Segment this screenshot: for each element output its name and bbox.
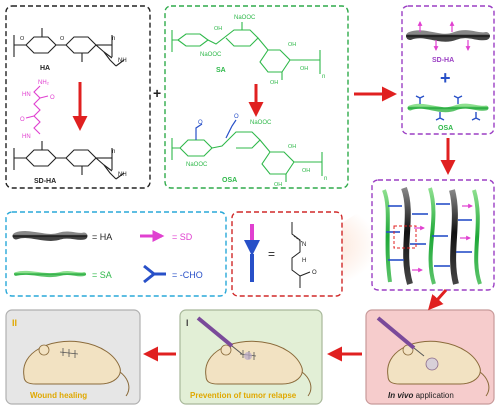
osa-cho-marks bbox=[415, 95, 481, 121]
prevention-numeral: I bbox=[186, 318, 189, 328]
hydrazide-o-1: O bbox=[50, 95, 55, 101]
legend-sd-text: = SD bbox=[172, 232, 193, 242]
to-invivo-arrow bbox=[428, 289, 448, 311]
network-ha-chain-1 bbox=[401, 186, 413, 285]
osa-aldehyde-o-1: O bbox=[198, 120, 203, 126]
osa-label: OSA bbox=[222, 177, 237, 184]
network-ha-chain-2 bbox=[449, 189, 459, 285]
network-sa-chain-3 bbox=[472, 189, 482, 285]
ha-nh-top: NH bbox=[118, 58, 127, 64]
linkage-h-atom: H bbox=[302, 258, 306, 264]
hydrazide-hn-1: HN bbox=[22, 92, 31, 98]
osa-repeat: n bbox=[324, 176, 327, 182]
sdha-nh: NH bbox=[118, 172, 127, 178]
ha-structure bbox=[13, 28, 125, 67]
hydrazide-o-2: O bbox=[20, 117, 25, 123]
linkage-panel: = N H O bbox=[231, 211, 343, 297]
linkage-border bbox=[231, 211, 343, 297]
osa-naooc-1: NaOOC bbox=[250, 120, 272, 126]
sdha-structure bbox=[13, 141, 125, 180]
plus-sign: + bbox=[153, 85, 161, 101]
invivo-tumor-site bbox=[425, 357, 439, 371]
prevention-syringe bbox=[196, 316, 243, 355]
sa-naooc-1: NaOOC bbox=[234, 15, 256, 21]
sdha-label: SD-HA bbox=[34, 178, 56, 185]
wound-caption: Wound healing bbox=[30, 391, 87, 400]
hydrazide-nh2: NH₂ bbox=[38, 80, 50, 86]
invivo-syringe bbox=[376, 316, 425, 357]
sdha-repeat: n bbox=[112, 149, 115, 155]
product-panel: SD-HA + OSA bbox=[401, 5, 495, 135]
prevention-injection-site bbox=[244, 352, 252, 360]
linkage-cho-head bbox=[244, 240, 260, 256]
osa-aldehydes bbox=[195, 119, 237, 140]
network-sa-chain-1 bbox=[382, 189, 392, 283]
network-crosslinks bbox=[386, 203, 472, 267]
sa-oh-2: OH bbox=[288, 42, 296, 48]
network-sd-arrows bbox=[412, 203, 473, 273]
wound-suture bbox=[59, 348, 79, 358]
legend-panel: = HA = SD = SA = -CHO bbox=[5, 211, 227, 297]
product-osa-label: OSA bbox=[438, 125, 453, 132]
ha-repeat-top: n bbox=[112, 36, 115, 42]
wound-numeral: II bbox=[12, 318, 17, 328]
linkage-o-atom: O bbox=[312, 270, 317, 276]
sa-oh-4: OH bbox=[270, 80, 278, 86]
sa-naooc-2: NaOOC bbox=[200, 52, 222, 58]
legend-ha-swatch bbox=[12, 231, 88, 241]
legend-ha-text: = HA bbox=[92, 232, 112, 242]
legend-sa-text: = SA bbox=[92, 270, 112, 280]
sd-hydrazide-structure bbox=[25, 85, 49, 135]
prevention-mouse bbox=[205, 340, 312, 397]
osa-chain bbox=[407, 103, 489, 113]
legend-cho-text: = -CHO bbox=[172, 270, 203, 280]
ha-o-atom-1: O bbox=[20, 36, 25, 42]
legend-sa-swatch bbox=[14, 270, 86, 278]
sa-repeat: n bbox=[322, 74, 325, 80]
ha-top-label: HA bbox=[40, 65, 50, 72]
legend-cho-swatch bbox=[143, 264, 166, 284]
linkage-n-atom: N bbox=[302, 242, 306, 248]
sdha-sd-arrows bbox=[417, 21, 471, 51]
osa-oh-2: OH bbox=[302, 168, 310, 174]
legend-border bbox=[5, 211, 227, 297]
prevention-caption: Prevention of tumor relapse bbox=[190, 391, 297, 400]
osa-naooc-2: NaOOC bbox=[186, 162, 208, 168]
sa-structure bbox=[171, 22, 321, 80]
wound-panel: II Wound healing bbox=[5, 309, 141, 405]
osa-structure bbox=[171, 131, 323, 182]
hydrazide-hn-2: HN bbox=[22, 134, 31, 140]
sa-label: SA bbox=[216, 67, 226, 74]
linkage-equals: = bbox=[268, 247, 275, 261]
sa-oh-1: OH bbox=[214, 26, 222, 32]
osa-oh-1: OH bbox=[288, 144, 296, 150]
sa-oh-3: OH bbox=[300, 66, 308, 72]
sa-panel: NaOOC NaOOC OH OH OH OH n SA O O NaOOC N… bbox=[164, 5, 349, 189]
hydrazone-structure bbox=[291, 222, 311, 288]
zoom-region bbox=[393, 225, 417, 249]
ha-o-atom-2: O bbox=[60, 36, 65, 42]
invivo-panel: In vivo application bbox=[365, 309, 495, 405]
product-sdha-label: SD-HA bbox=[432, 57, 454, 64]
osa-aldehyde-o-2: O bbox=[234, 114, 239, 120]
wound-mouse bbox=[23, 340, 130, 397]
sdha-chain bbox=[406, 30, 490, 42]
product-plus: + bbox=[440, 68, 451, 88]
prevention-panel: I Prevention of tumor relapse bbox=[179, 309, 323, 405]
ha-panel: NH n HA O O NH₂ HN O O HN NH n SD-HA bbox=[5, 5, 151, 189]
osa-oh-3: OH bbox=[274, 182, 282, 188]
invivo-caption: In vivo application bbox=[388, 391, 454, 400]
